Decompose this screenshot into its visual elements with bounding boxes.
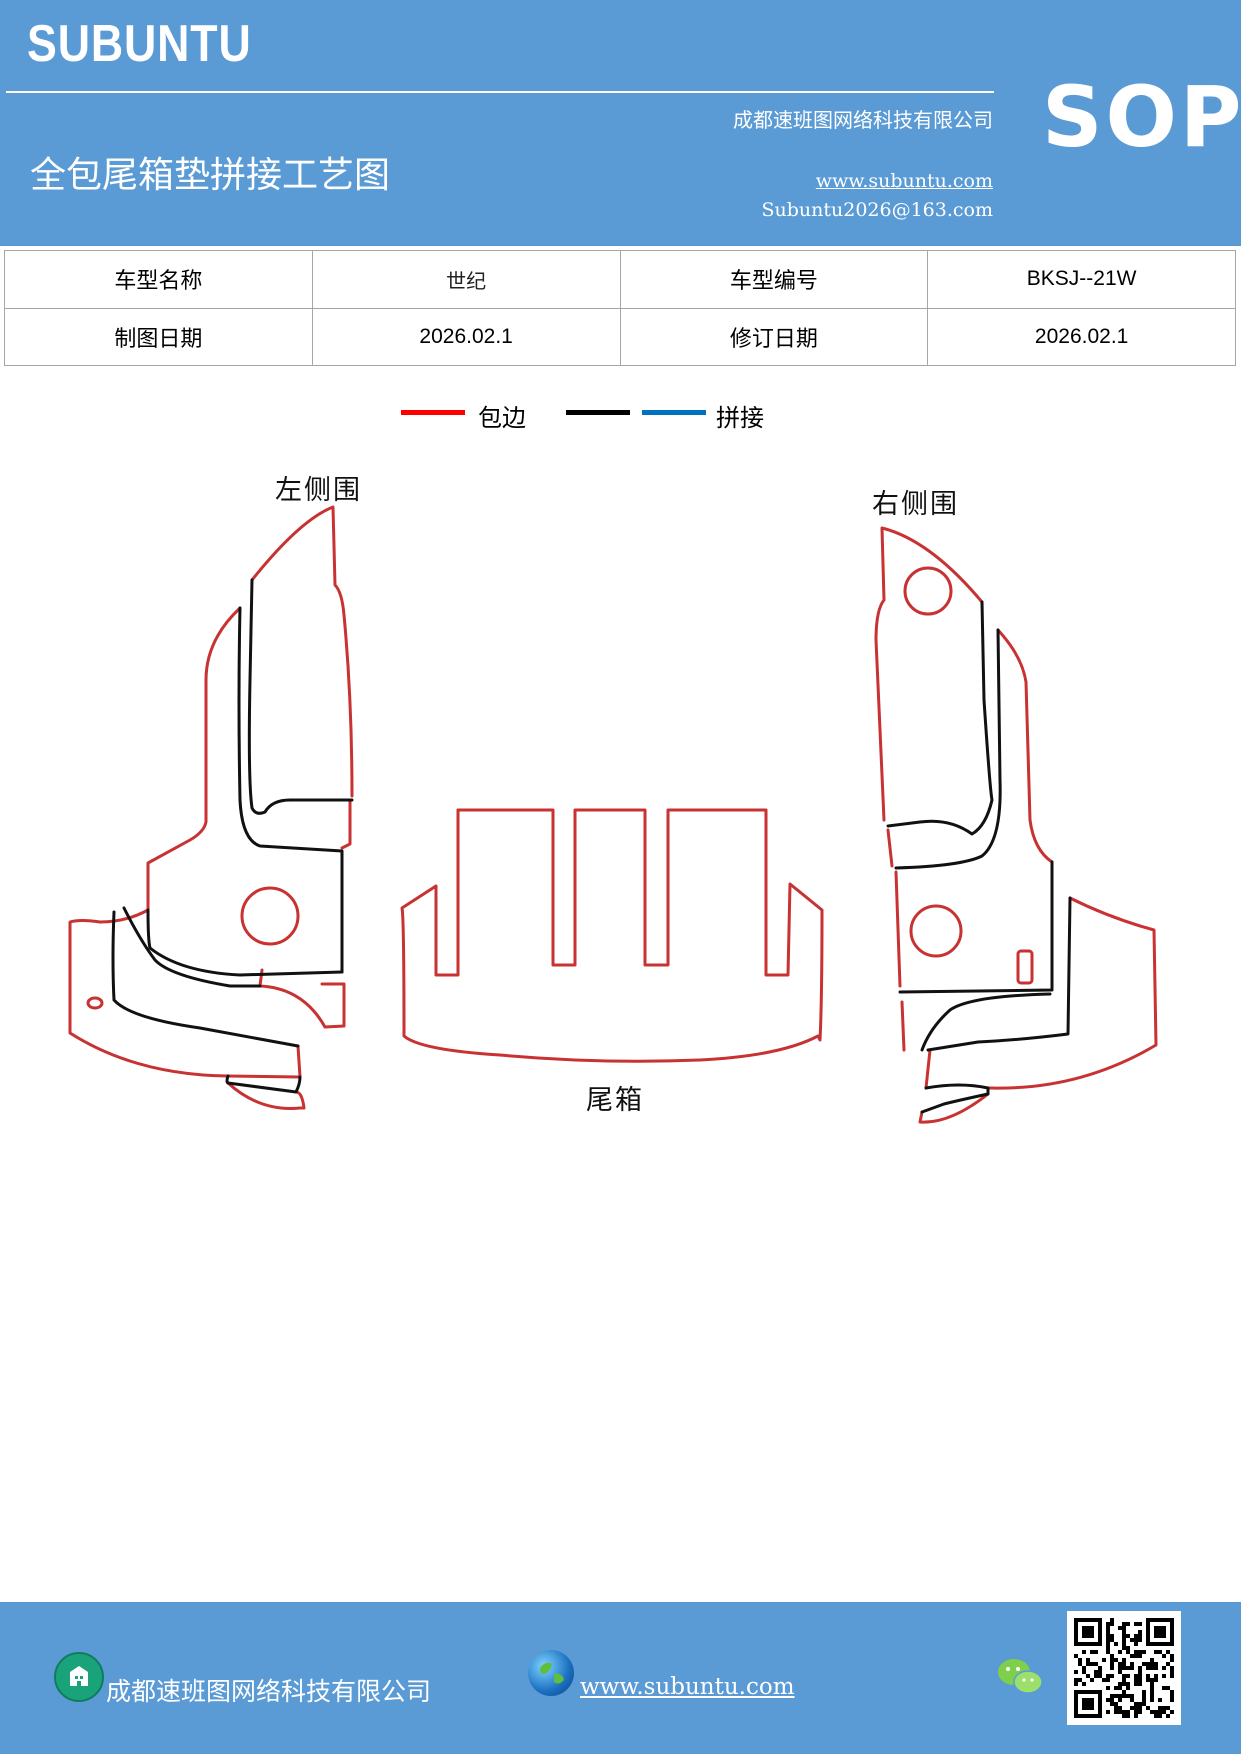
table-label: 修订日期 <box>619 307 929 366</box>
right-panel-label: 右侧围 <box>872 489 959 520</box>
header-company: 成都速班图网络科技有限公司 <box>733 108 993 132</box>
trunk-label: 尾箱 <box>586 1085 644 1116</box>
table-value: 2026.02.1 <box>927 307 1236 366</box>
table-value: BKSJ--21W <box>927 250 1236 309</box>
table-value: 世纪 <box>311 250 621 309</box>
right-left-edge <box>886 828 932 1090</box>
qr-code <box>1067 1611 1181 1725</box>
sop-badge: SOP <box>1042 68 1241 166</box>
header-website-link[interactable]: www.subuntu.com <box>815 170 993 192</box>
table-label: 车型编号 <box>619 250 929 309</box>
left-tab-edge <box>226 1081 306 1110</box>
right-hole-top <box>903 566 953 616</box>
footer-website-link[interactable]: www.subuntu.com <box>580 1674 795 1700</box>
legend-label: 包边 <box>478 404 526 432</box>
left-hole <box>240 886 300 946</box>
left-bottom-edge <box>258 968 346 1029</box>
right-lower-edge <box>986 896 1158 1090</box>
header-email: Subuntu2026@163.com <box>761 199 993 221</box>
left-small-hole <box>86 996 104 1010</box>
legend-swatch-red <box>401 410 465 415</box>
table-label: 车型名称 <box>4 250 313 309</box>
legend: 包边 拼接 <box>0 396 1241 436</box>
right-side-panel <box>874 526 1158 1124</box>
right-slot <box>1016 949 1034 985</box>
left-side-panel <box>68 505 354 1110</box>
pattern-drawing <box>68 505 1158 1124</box>
right-mid-edge <box>996 628 1054 864</box>
left-seam-5 <box>111 910 300 1048</box>
globe-icon <box>528 1650 574 1696</box>
left-seam-1 <box>247 578 354 815</box>
header-divider <box>6 91 994 93</box>
right-seam-1 <box>886 600 994 836</box>
header-banner: SUBUNTU 成都速班图网络科技有限公司 全包尾箱垫拼接工艺图 www.sub… <box>0 0 1241 246</box>
left-mid-edge <box>340 798 352 850</box>
right-seam-6 <box>920 1083 990 1114</box>
table-row: 制图日期 2026.02.1 修订日期 2026.02.1 <box>4 307 1236 366</box>
left-seam-3 <box>146 908 344 977</box>
right-seam-4 <box>920 992 1052 1052</box>
page-title: 全包尾箱垫拼接工艺图 <box>30 155 391 196</box>
right-seam-2 <box>894 628 1002 870</box>
table-value: 2026.02.1 <box>311 307 621 366</box>
right-hole-mid <box>909 904 963 958</box>
trunk-outline <box>400 808 824 1063</box>
right-seam-3 <box>898 860 1054 994</box>
right-upper-edge <box>874 526 984 822</box>
table-row: 车型名称 世纪 车型编号 BKSJ--21W <box>4 250 1236 309</box>
footer: 成都速班图网络科技有限公司 www.subuntu.com <box>0 1602 1241 1754</box>
wechat-icon[interactable] <box>996 1656 1044 1698</box>
left-seam-2 <box>237 606 344 974</box>
right-tab-edge <box>918 1092 990 1124</box>
footer-company: 成都速班图网络科技有限公司 <box>106 1677 432 1706</box>
left-seam-6 <box>225 1074 302 1094</box>
info-table: 车型名称 世纪 车型编号 BKSJ--21W 制图日期 2026.02.1 修订… <box>4 250 1236 366</box>
left-upper-edge <box>250 505 354 798</box>
left-lower-edge <box>68 606 302 1079</box>
trunk-piece <box>400 808 824 1063</box>
legend-label: 拼接 <box>716 404 764 432</box>
legend-swatch-black <box>566 410 630 415</box>
brand-logo: SUBUNTU <box>27 15 252 73</box>
legend-swatch-blue <box>642 410 706 415</box>
right-seam-5 <box>926 896 1072 1052</box>
left-panel-label: 左侧围 <box>275 475 362 506</box>
left-seam-4 <box>122 906 262 988</box>
building-icon <box>54 1652 104 1702</box>
table-label: 制图日期 <box>4 307 313 366</box>
